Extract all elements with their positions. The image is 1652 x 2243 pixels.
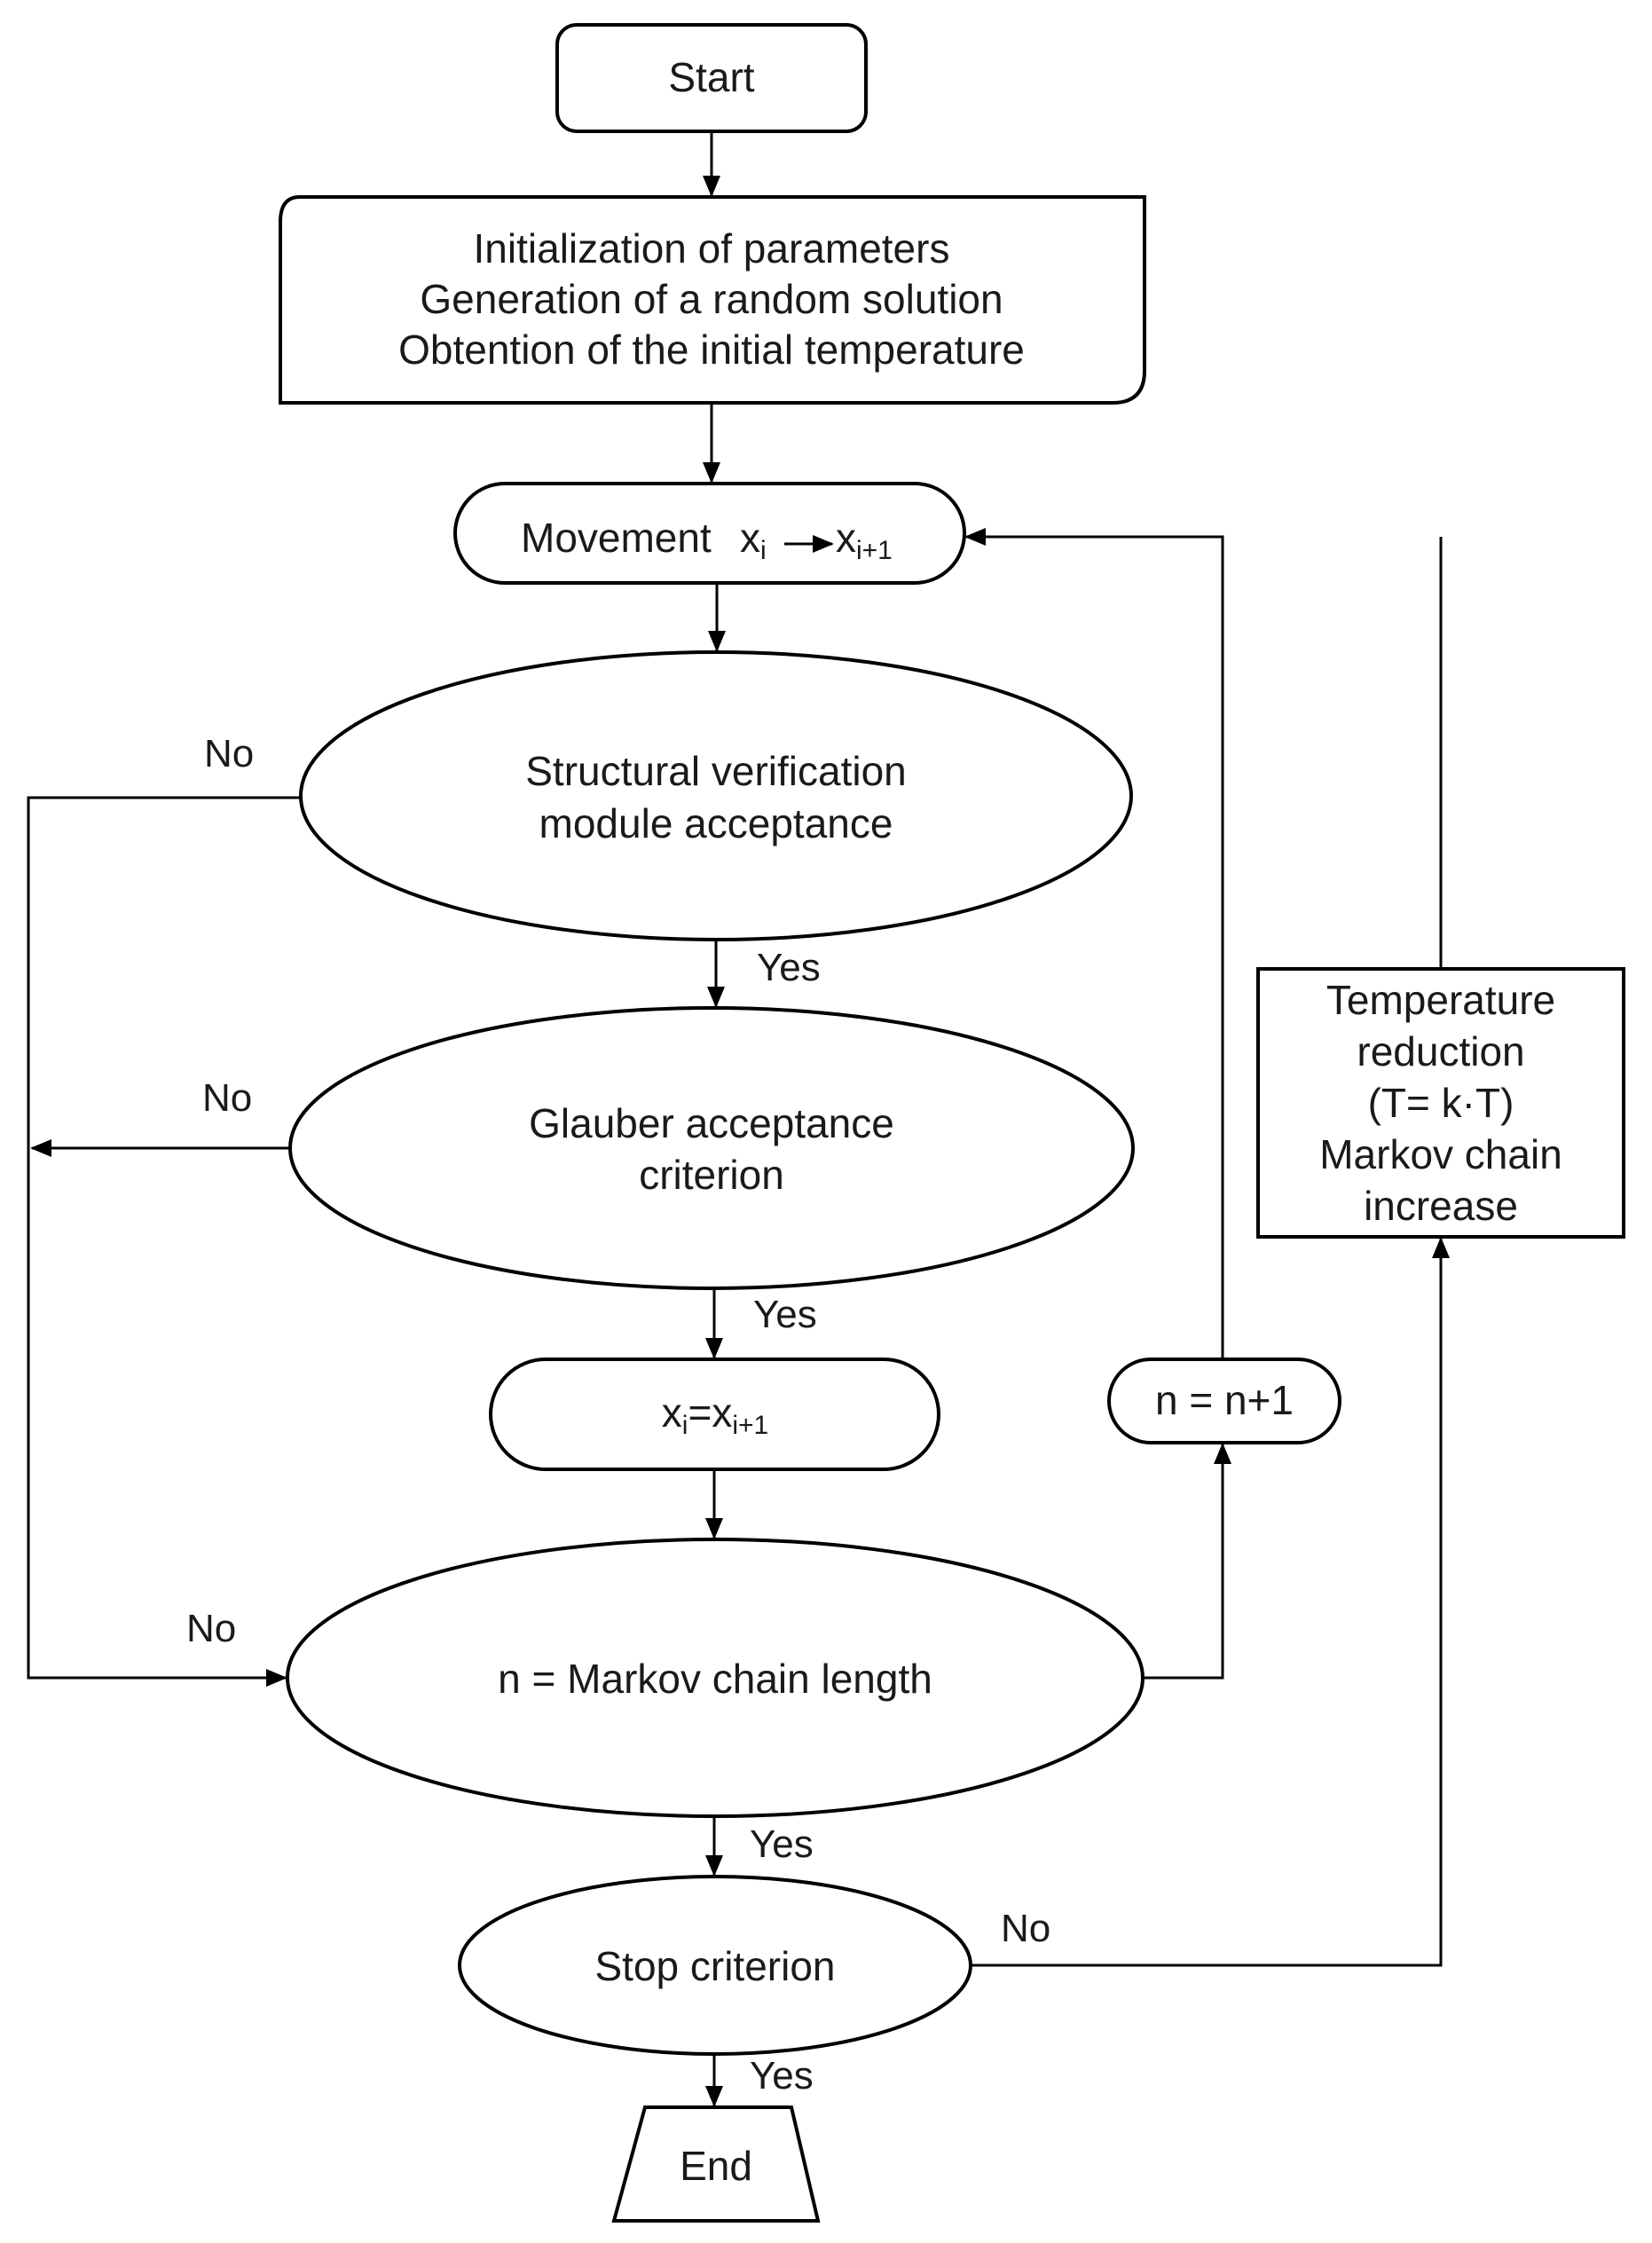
structural-line-2: module acceptance [539,800,893,846]
movement-var-to: xi+1 [836,515,893,565]
temperature-line-1: Temperature [1326,977,1555,1023]
glauber-line-1: Glauber acceptance [529,1100,894,1146]
init-line-1: Initialization of parameters [474,225,950,272]
stop-no-label: No [1001,1907,1050,1950]
structural-line-1: Structural verification [525,748,907,794]
assign-node: xi=xi+1 [489,1358,940,1471]
edge-stop-no [971,1237,1450,1967]
increment-node: n = n+1 [1107,1358,1341,1444]
markov-yes-label: Yes [750,1822,814,1866]
temperature-line-3: (T= k·T) [1368,1080,1514,1126]
stop-criterion-node: Stop criterion [458,1875,972,2056]
structural-no-label: No [204,732,254,775]
end-node: End [611,2105,821,2223]
movement-label: Movement [521,515,712,561]
temperature-line-2: reduction [1357,1028,1524,1074]
start-node: Start [555,23,868,133]
temperature-node: Temperature reduction (T= k·T) Markov ch… [1256,967,1625,1239]
start-label: Start [668,54,754,100]
temperature-line-4: Markov chain [1319,1131,1562,1177]
stop-label: Stop criterion [594,1943,835,1989]
assign-label: xi=xi+1 [662,1389,768,1440]
edge-structural-no [27,796,301,1687]
init-line-2: Generation of a random solution [420,276,1003,322]
increment-label: n = n+1 [1155,1377,1294,1423]
movement-var-from: xi [740,515,767,565]
glauber-line-2: criterion [639,1152,784,1198]
movement-node: Movement xi xi+1 [453,482,966,585]
stop-yes-label: Yes [750,2054,814,2097]
glauber-yes-label: Yes [753,1293,817,1336]
init-line-3: Obtention of the initial temperature [398,327,1025,373]
markov-no-label: No [186,1607,236,1650]
structural-yes-label: Yes [757,946,821,989]
glauber-node: Glauber acceptance criterion [288,1006,1135,1290]
markov-length-node: n = Markov chain length [286,1538,1145,1818]
edge-markov-no [1143,1443,1231,1680]
structural-verification-node: Structural verification module acceptanc… [299,650,1133,941]
markov-label: n = Markov chain length [498,1656,932,1702]
initialization-node: Initialization of parameters Generation … [279,195,1146,405]
end-label: End [680,2143,752,2189]
edge-increment-movement [964,528,1224,1359]
temperature-line-5: increase [1364,1183,1518,1229]
glauber-no-label: No [202,1076,252,1120]
